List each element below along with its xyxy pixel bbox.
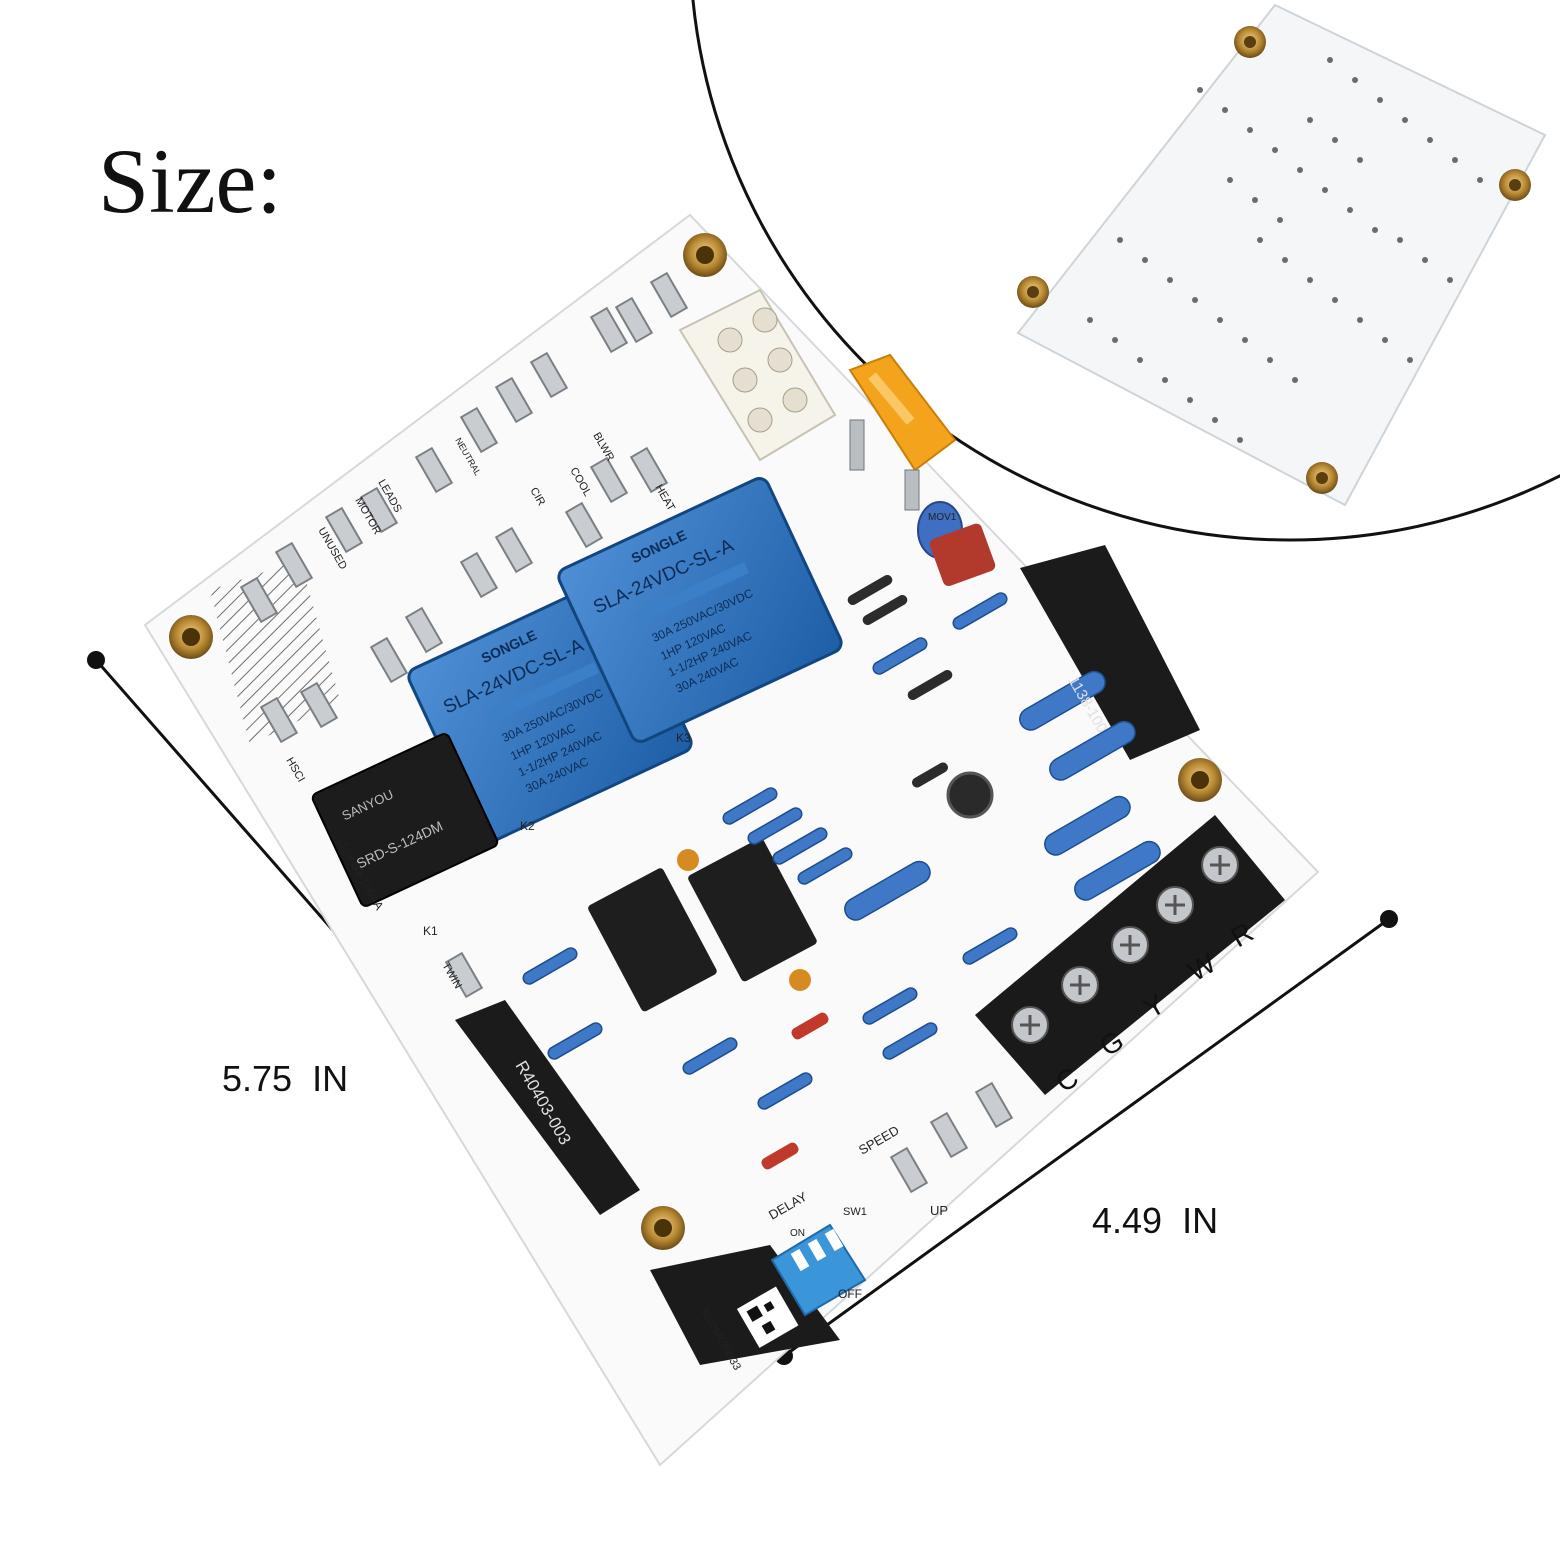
power-connector [678,288,837,462]
label-off: OFF [838,1287,862,1301]
mounting-holes [169,233,1222,1250]
spade-terminals [239,271,1014,1194]
screw-terminal-block [975,815,1285,1095]
label-sw1: SW1 [843,1206,867,1218]
size-title: Size: [98,130,282,232]
resistors [522,592,1161,1110]
relay-k3: SONGLE SLA-24VDC-SL-A 30A 250VAC/30VDC 1… [557,477,843,743]
inset-circle-outline [691,0,1560,542]
relay-k1-ref: K1 [423,924,438,938]
width-dimension-line [775,910,1398,1365]
dip-switch [770,1223,867,1317]
solder-points [1087,57,1483,443]
relay-k3-ref: K3 [676,731,691,745]
ic-chips [588,838,817,1012]
relay-k1: SANYOU SRD-S-124DM [311,733,499,907]
capacitors [677,501,996,991]
blade-fuse [848,353,957,511]
label-mov1: MOV1 [928,512,957,523]
qr-code [736,1286,799,1348]
label-up: UP [930,1203,948,1218]
back-view-inset [691,0,1560,542]
label-on: ON [790,1228,805,1239]
width-dimension-label: 4.49 IN [1092,1200,1219,1241]
diodes [761,575,953,1170]
control-board: SONGLE SLA-24VDC-SL-A 30A 250VAC/30VDC 1… [143,213,1320,1467]
inset-standoffs [1017,26,1531,494]
height-dimension-label: 5.75 IN [222,1058,349,1099]
relay-k2-ref: K2 [520,819,535,833]
